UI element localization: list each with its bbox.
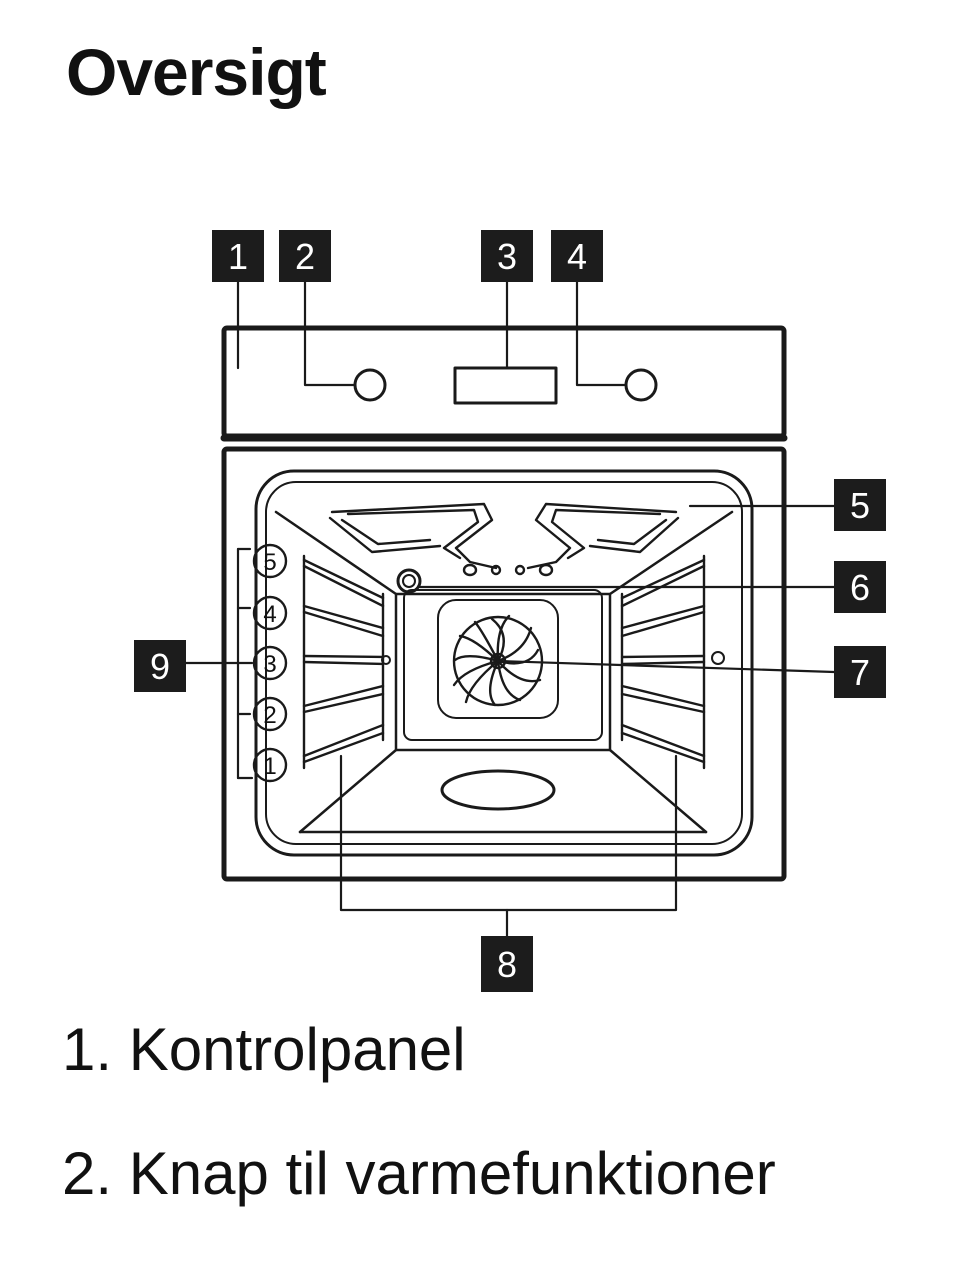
svg-text:3: 3 <box>497 236 517 277</box>
control-panel <box>220 325 788 442</box>
shelf-label-3: 3 <box>263 651 276 678</box>
svg-text:6: 6 <box>850 567 870 608</box>
svg-text:7: 7 <box>850 652 870 693</box>
shelf-label-1: 1 <box>263 753 276 780</box>
callout-2: 2 <box>279 230 331 282</box>
callout-leaders <box>184 279 836 938</box>
callout-9: 9 <box>134 640 186 692</box>
legend-item: 1. Kontrolpanel <box>62 1020 776 1080</box>
legend-number: 1. <box>62 1016 113 1083</box>
callout-8: 8 <box>481 936 533 992</box>
temperature-knob-icon <box>624 368 658 402</box>
right-shelf-supports <box>620 554 725 770</box>
function-knob-icon <box>353 368 387 402</box>
legend-item: 2. Knap til varmefunktioner <box>62 1144 776 1204</box>
svg-text:8: 8 <box>497 944 517 985</box>
callout-3: 3 <box>481 230 533 282</box>
lamp-icon <box>396 568 422 594</box>
callout-1: 1 <box>212 230 264 282</box>
legend-list: 1. Kontrolpanel 2. Knap til varmefunktio… <box>62 1020 776 1268</box>
page-title: Oversigt <box>66 35 327 109</box>
display-icon <box>453 366 558 405</box>
shelf-label-4: 4 <box>263 601 276 628</box>
callout-5: 5 <box>834 479 886 531</box>
callout-7: 7 <box>834 646 886 698</box>
svg-text:2: 2 <box>295 236 315 277</box>
shelf-position-markers <box>252 543 288 783</box>
callout-4: 4 <box>551 230 603 282</box>
svg-text:1: 1 <box>228 236 248 277</box>
svg-text:4: 4 <box>567 236 587 277</box>
top-heater-icon <box>328 502 680 577</box>
shelf-label-5: 5 <box>263 549 276 576</box>
callout-6: 6 <box>834 561 886 613</box>
svg-text:9: 9 <box>150 646 170 687</box>
bottom-heater-icon <box>440 769 556 811</box>
legend-label: Knap til varmefunktioner <box>128 1140 776 1207</box>
legend-label: Kontrolpanel <box>128 1016 466 1083</box>
legend-number: 2. <box>62 1140 113 1207</box>
fan-cover <box>437 599 559 719</box>
shelf-position-labels: 5 4 3 2 1 <box>263 549 276 780</box>
shelf-label-2: 2 <box>263 702 276 729</box>
svg-text:5: 5 <box>850 485 870 526</box>
oven-cavity <box>274 510 734 834</box>
left-shelf-supports <box>302 554 391 770</box>
